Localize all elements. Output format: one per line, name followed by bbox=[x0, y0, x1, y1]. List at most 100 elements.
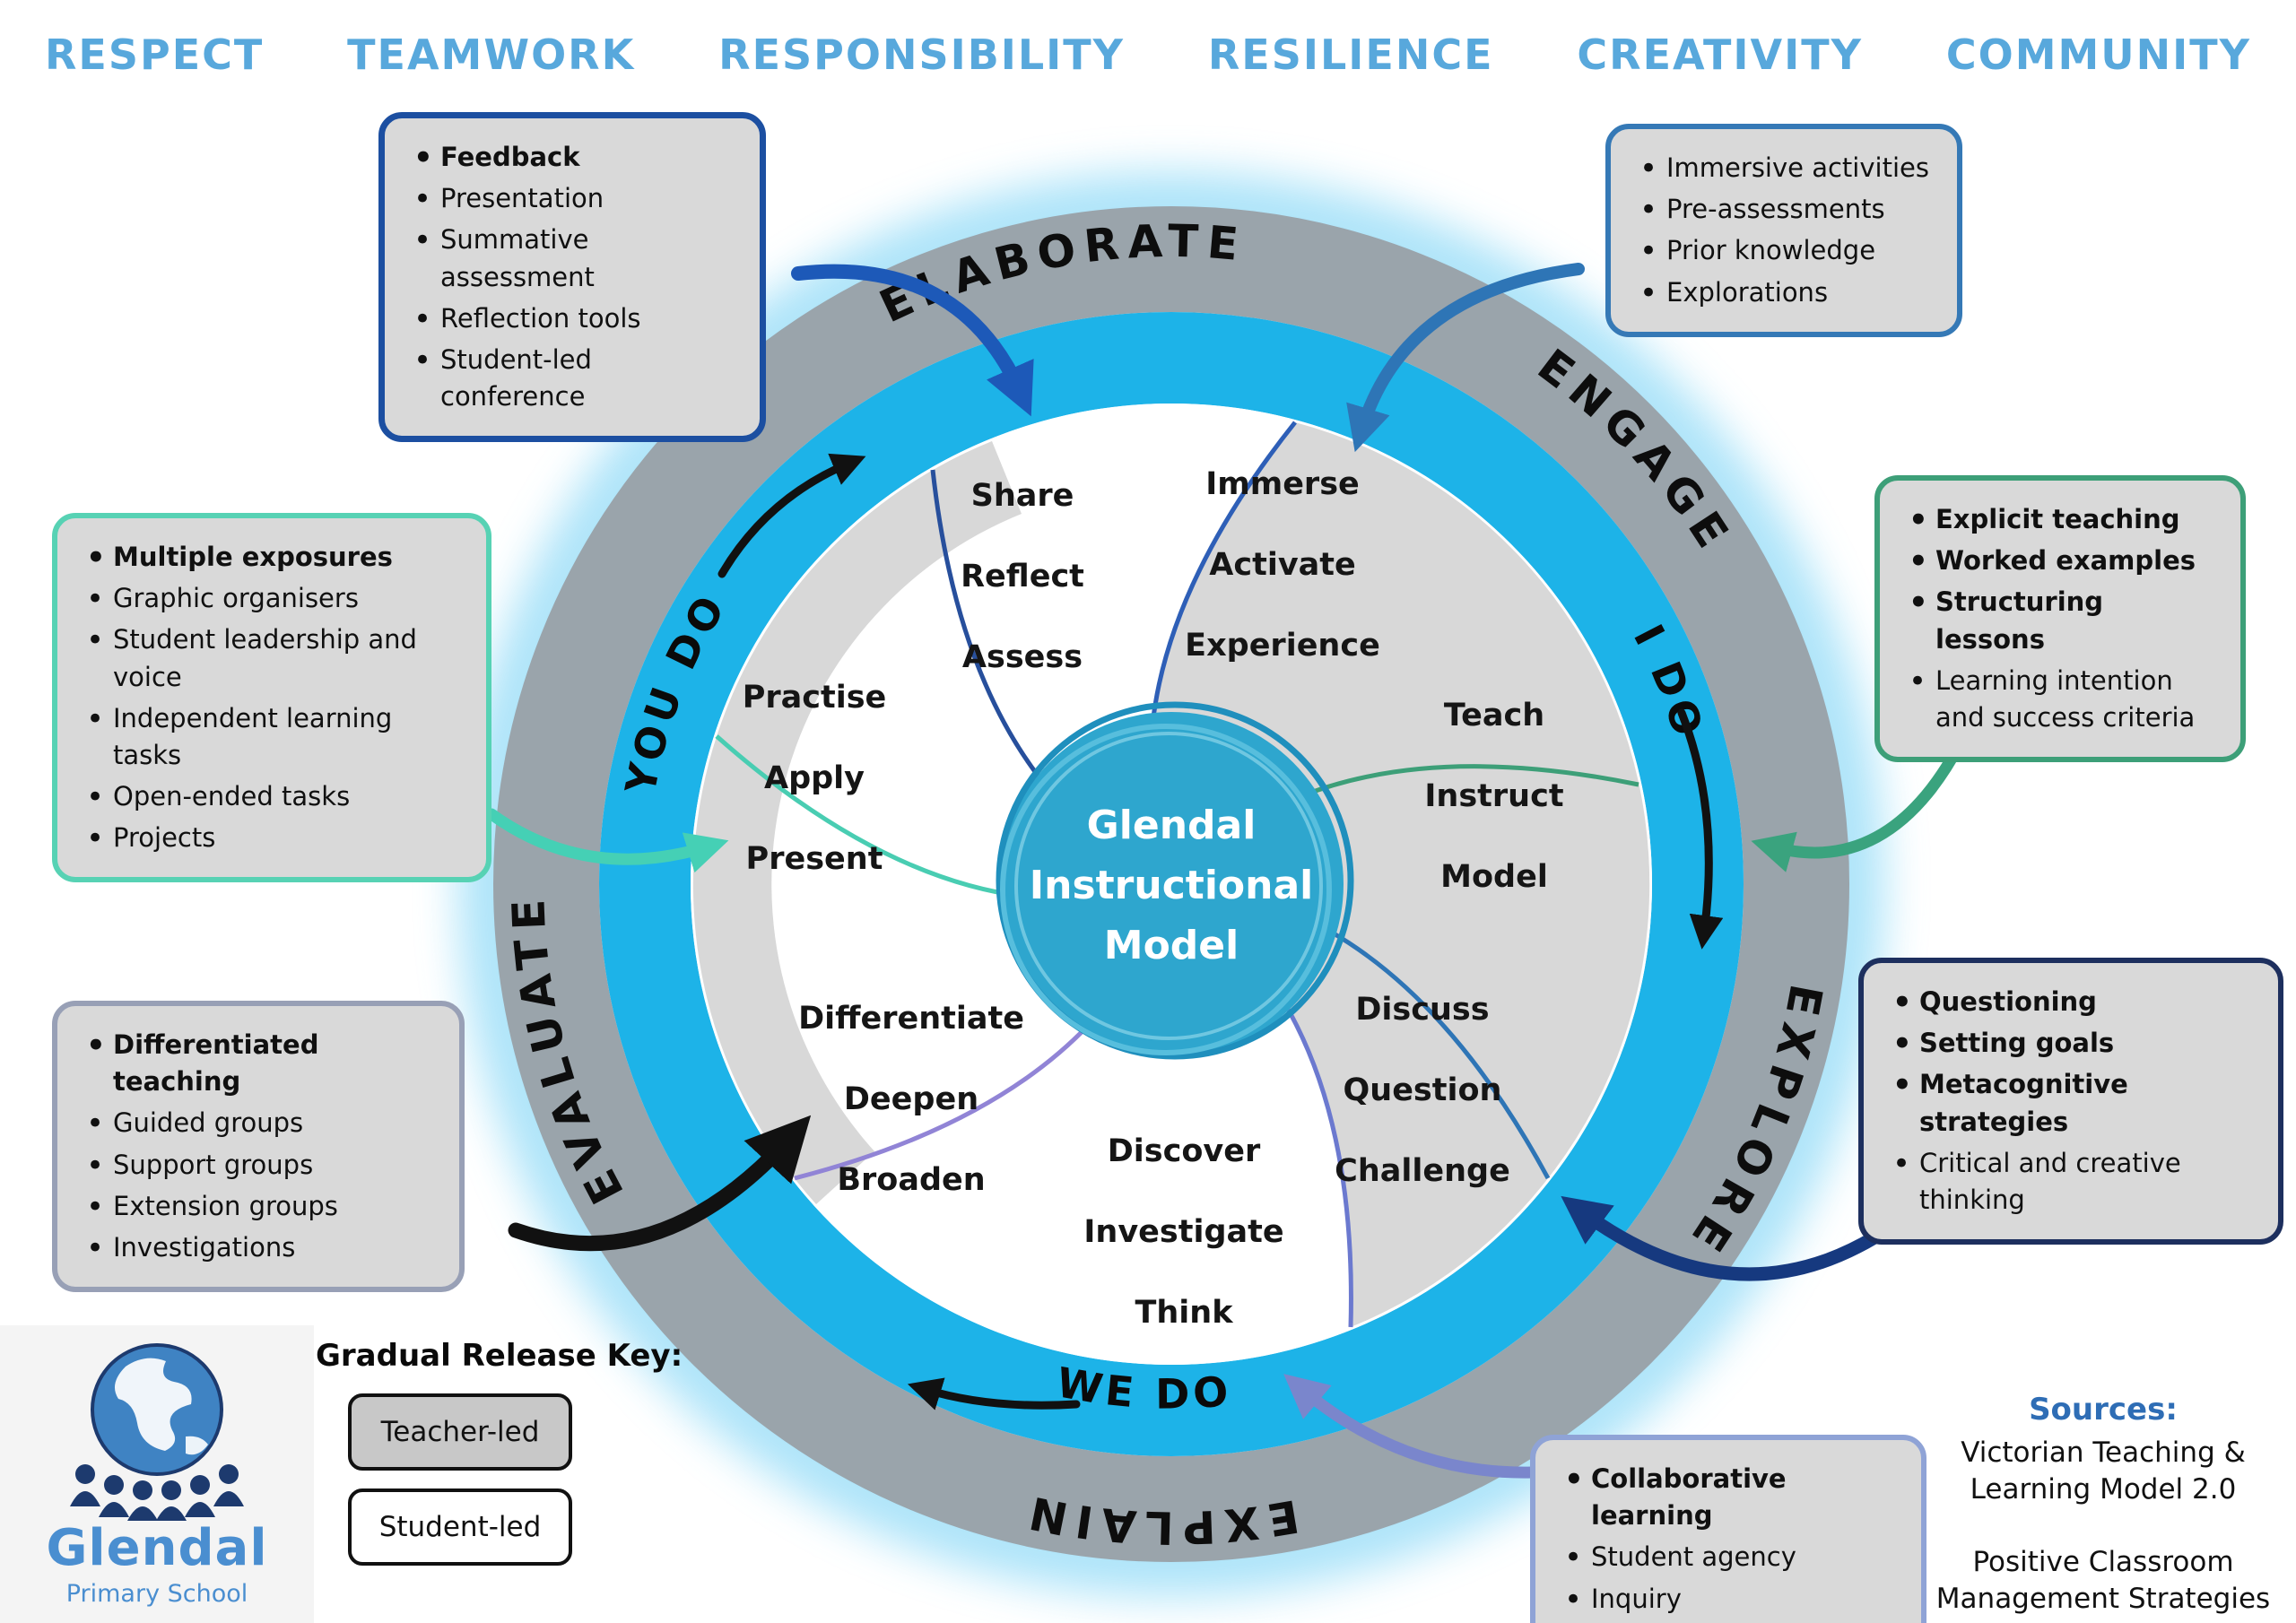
center-title-line3: Model bbox=[1104, 923, 1239, 968]
arrow-you-do-direction bbox=[718, 453, 866, 578]
source-line: Victorian Teaching & bbox=[1961, 1436, 2246, 1469]
callout-item: Prior knowledge bbox=[1632, 230, 1935, 273]
callout-item: Reflection tools bbox=[406, 298, 738, 341]
source-line: Positive Classroom bbox=[1972, 1545, 2234, 1578]
children-silhouettes bbox=[70, 1464, 244, 1521]
center-scribble-inner bbox=[1014, 732, 1323, 1040]
callout-item: Thinking skills bbox=[1557, 1619, 1900, 1623]
callout-item: Presentation bbox=[406, 178, 738, 221]
callout-item: Inquiry bbox=[1557, 1578, 1900, 1621]
i-do-callout-list: Explicit teaching Worked examples Struct… bbox=[1901, 499, 2219, 736]
globe-with-children-icon bbox=[70, 1343, 244, 1521]
school-values-row: RESPECT TEAMWORK RESPONSIBILITY RESILIEN… bbox=[0, 30, 2296, 79]
segment-word: Activate bbox=[1209, 547, 1356, 583]
value-resilience: RESILIENCE bbox=[1207, 30, 1494, 79]
center-scribble-mid bbox=[1000, 724, 1332, 1055]
elaborate-callout: Feedback Presentation Summative assessme… bbox=[378, 112, 766, 443]
callout-item: Setting goals bbox=[1885, 1022, 2257, 1065]
segment-word: Think bbox=[1135, 1295, 1233, 1331]
callout-item: Questioning bbox=[1885, 981, 2257, 1024]
callout-item: Worked examples bbox=[1901, 540, 2219, 583]
arrow-engage-box-to-immerse bbox=[1346, 263, 1585, 453]
callout-item: Learning intention and success criteria bbox=[1901, 660, 2219, 736]
segment-word: Assess bbox=[961, 639, 1083, 675]
center-title-line1: Glendal bbox=[1087, 803, 1257, 848]
arrow-exposures-to-you-do bbox=[485, 808, 729, 873]
globe-landmass-small bbox=[186, 1436, 208, 1455]
center-scribble-outer bbox=[996, 701, 1354, 1060]
callout-item: Student leadership and voice bbox=[79, 619, 465, 695]
value-teamwork: TEAMWORK bbox=[347, 30, 636, 79]
segment-engage-words: Immerse Activate Experience bbox=[1185, 466, 1380, 664]
you-do-callout-list: Multiple exposures Graphic organisers St… bbox=[79, 536, 465, 861]
segment-word: Apply bbox=[763, 760, 865, 796]
callout-item: Student-led conference bbox=[406, 339, 738, 415]
callout-item: Independent learning tasks bbox=[79, 698, 465, 774]
value-responsibility: RESPONSIBILITY bbox=[718, 30, 1125, 79]
arrow-explicit-to-i-do bbox=[1751, 738, 1966, 872]
segment-word: Broaden bbox=[837, 1162, 986, 1198]
segment-word: Share bbox=[970, 478, 1074, 514]
callout-item: Critical and creative thinking bbox=[1885, 1142, 2257, 1219]
evaluate-callout-list: Differentiated teaching Guided groups Su… bbox=[79, 1024, 438, 1270]
segment-word: Discover bbox=[1107, 1133, 1261, 1169]
segment-elaborate-words: Share Reflect Assess bbox=[961, 478, 1084, 675]
segment-explain-words: Discover Investigate Think bbox=[1083, 1133, 1283, 1331]
globe-landmass bbox=[114, 1358, 192, 1451]
sources-title: Sources: bbox=[2029, 1392, 2178, 1428]
key-teacher-led-swatch: Teacher-led bbox=[348, 1393, 572, 1471]
callout-item: Structuring lessons bbox=[1901, 581, 2219, 657]
segment-word: Challenge bbox=[1335, 1153, 1510, 1189]
gradual-release-key-title: Gradual Release Key: bbox=[316, 1338, 683, 1374]
arrow-questioning-to-explore bbox=[1561, 1195, 1882, 1281]
sources-block: Sources: Victorian Teaching & Learning M… bbox=[1910, 1392, 2296, 1618]
arrow-feedback-to-elaborate bbox=[791, 264, 1034, 417]
callout-item: Open-ended tasks bbox=[79, 776, 465, 819]
callout-item: Extension groups bbox=[79, 1185, 438, 1228]
callout-item: Investigations bbox=[79, 1227, 438, 1270]
value-respect: RESPECT bbox=[45, 30, 265, 79]
segment-we-do-words: Differentiate Deepen Broaden bbox=[798, 1001, 1024, 1198]
callout-item: Differentiated teaching bbox=[79, 1024, 438, 1100]
segment-word: Investigate bbox=[1083, 1214, 1284, 1250]
callout-item: Explorations bbox=[1632, 272, 1935, 315]
callout-item: Immersive activities bbox=[1632, 147, 1935, 190]
callout-item: Graphic organisers bbox=[79, 577, 465, 621]
school-subtitle: Primary School bbox=[65, 1580, 248, 1608]
engage-callout-list: Immersive activities Pre-assessments Pri… bbox=[1632, 147, 1935, 315]
segment-you-do-words: Practise Apply Present bbox=[743, 680, 887, 877]
segment-word: Deepen bbox=[843, 1081, 979, 1117]
arrow-collaborative-to-we-do bbox=[1283, 1374, 1538, 1479]
key-student-led-label: Student-led bbox=[378, 1511, 542, 1543]
explain-callout: Collaborative learning Student agency In… bbox=[1530, 1435, 1926, 1623]
teacher-led-region bbox=[1150, 422, 1650, 1327]
segment-word: Model bbox=[1440, 859, 1548, 895]
evaluate-callout: Differentiated teaching Guided groups Su… bbox=[52, 1001, 465, 1293]
value-community: COMMUNITY bbox=[1945, 30, 2251, 79]
segment-word: Instruct bbox=[1424, 778, 1564, 814]
callout-item: Pre-assessments bbox=[1632, 188, 1935, 231]
teacher-led-crescent bbox=[692, 441, 1022, 1204]
segment-i-do-words: Teach Instruct Model bbox=[1424, 698, 1563, 895]
segment-word: Present bbox=[745, 841, 883, 877]
school-logo-block bbox=[0, 1325, 314, 1623]
elaborate-callout-list: Feedback Presentation Summative assessme… bbox=[406, 136, 738, 415]
segment-word: Experience bbox=[1185, 628, 1380, 664]
callout-item: Feedback bbox=[406, 136, 738, 179]
source-line: Management Strategies bbox=[1935, 1582, 2271, 1615]
explore-callout: Questioning Setting goals Metacognitive … bbox=[1858, 958, 2283, 1245]
callout-item: Student agency bbox=[1557, 1536, 1900, 1579]
school-name: Glendal bbox=[46, 1519, 268, 1577]
callout-item: Metacognitive strategies bbox=[1885, 1063, 2257, 1140]
key-student-led-swatch: Student-led bbox=[348, 1488, 572, 1566]
you-do-callout: Multiple exposures Graphic organisers St… bbox=[52, 513, 491, 883]
explain-callout-list: Collaborative learning Student agency In… bbox=[1557, 1458, 1900, 1623]
segment-word: Immerse bbox=[1205, 466, 1360, 502]
arrow-differentiated-to-evaluate bbox=[508, 1115, 812, 1252]
i-do-callout: Explicit teaching Worked examples Struct… bbox=[1874, 475, 2246, 763]
segment-word: Question bbox=[1343, 1072, 1502, 1108]
gradual-release-ring bbox=[599, 312, 1744, 1456]
callout-item: Explicit teaching bbox=[1901, 499, 2219, 542]
explore-callout-list: Questioning Setting goals Metacognitive … bbox=[1885, 981, 2257, 1219]
